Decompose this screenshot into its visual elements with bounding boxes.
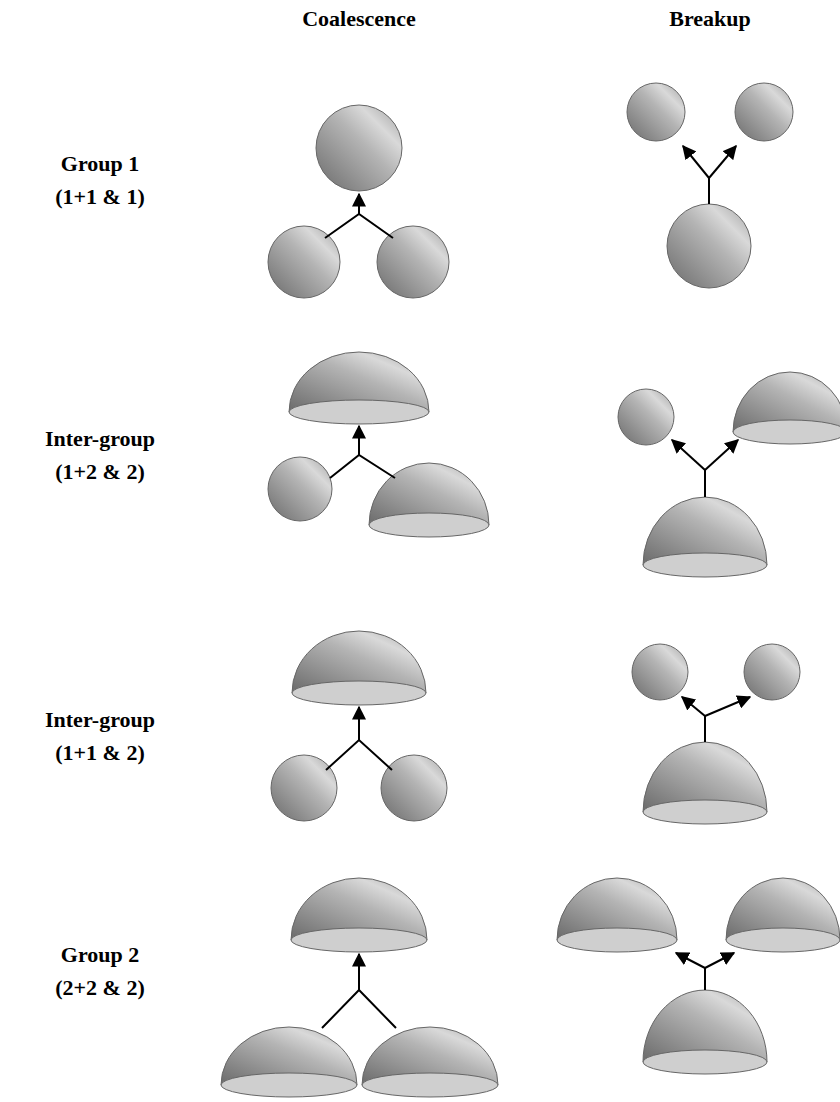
column-header: Coalescence [302,6,416,32]
row-subtitle: (1+2 & 2) [55,459,145,485]
column-header: Breakup [669,6,751,32]
row-title: Group 1 [61,151,139,177]
row-title: Inter-group [45,426,155,452]
row-title: Inter-group [45,707,155,733]
row-subtitle: (1+1 & 2) [55,740,145,766]
row-title: Group 2 [61,942,139,968]
row-subtitle: (2+2 & 2) [55,975,145,1001]
row-subtitle: (1+1 & 1) [55,184,145,210]
